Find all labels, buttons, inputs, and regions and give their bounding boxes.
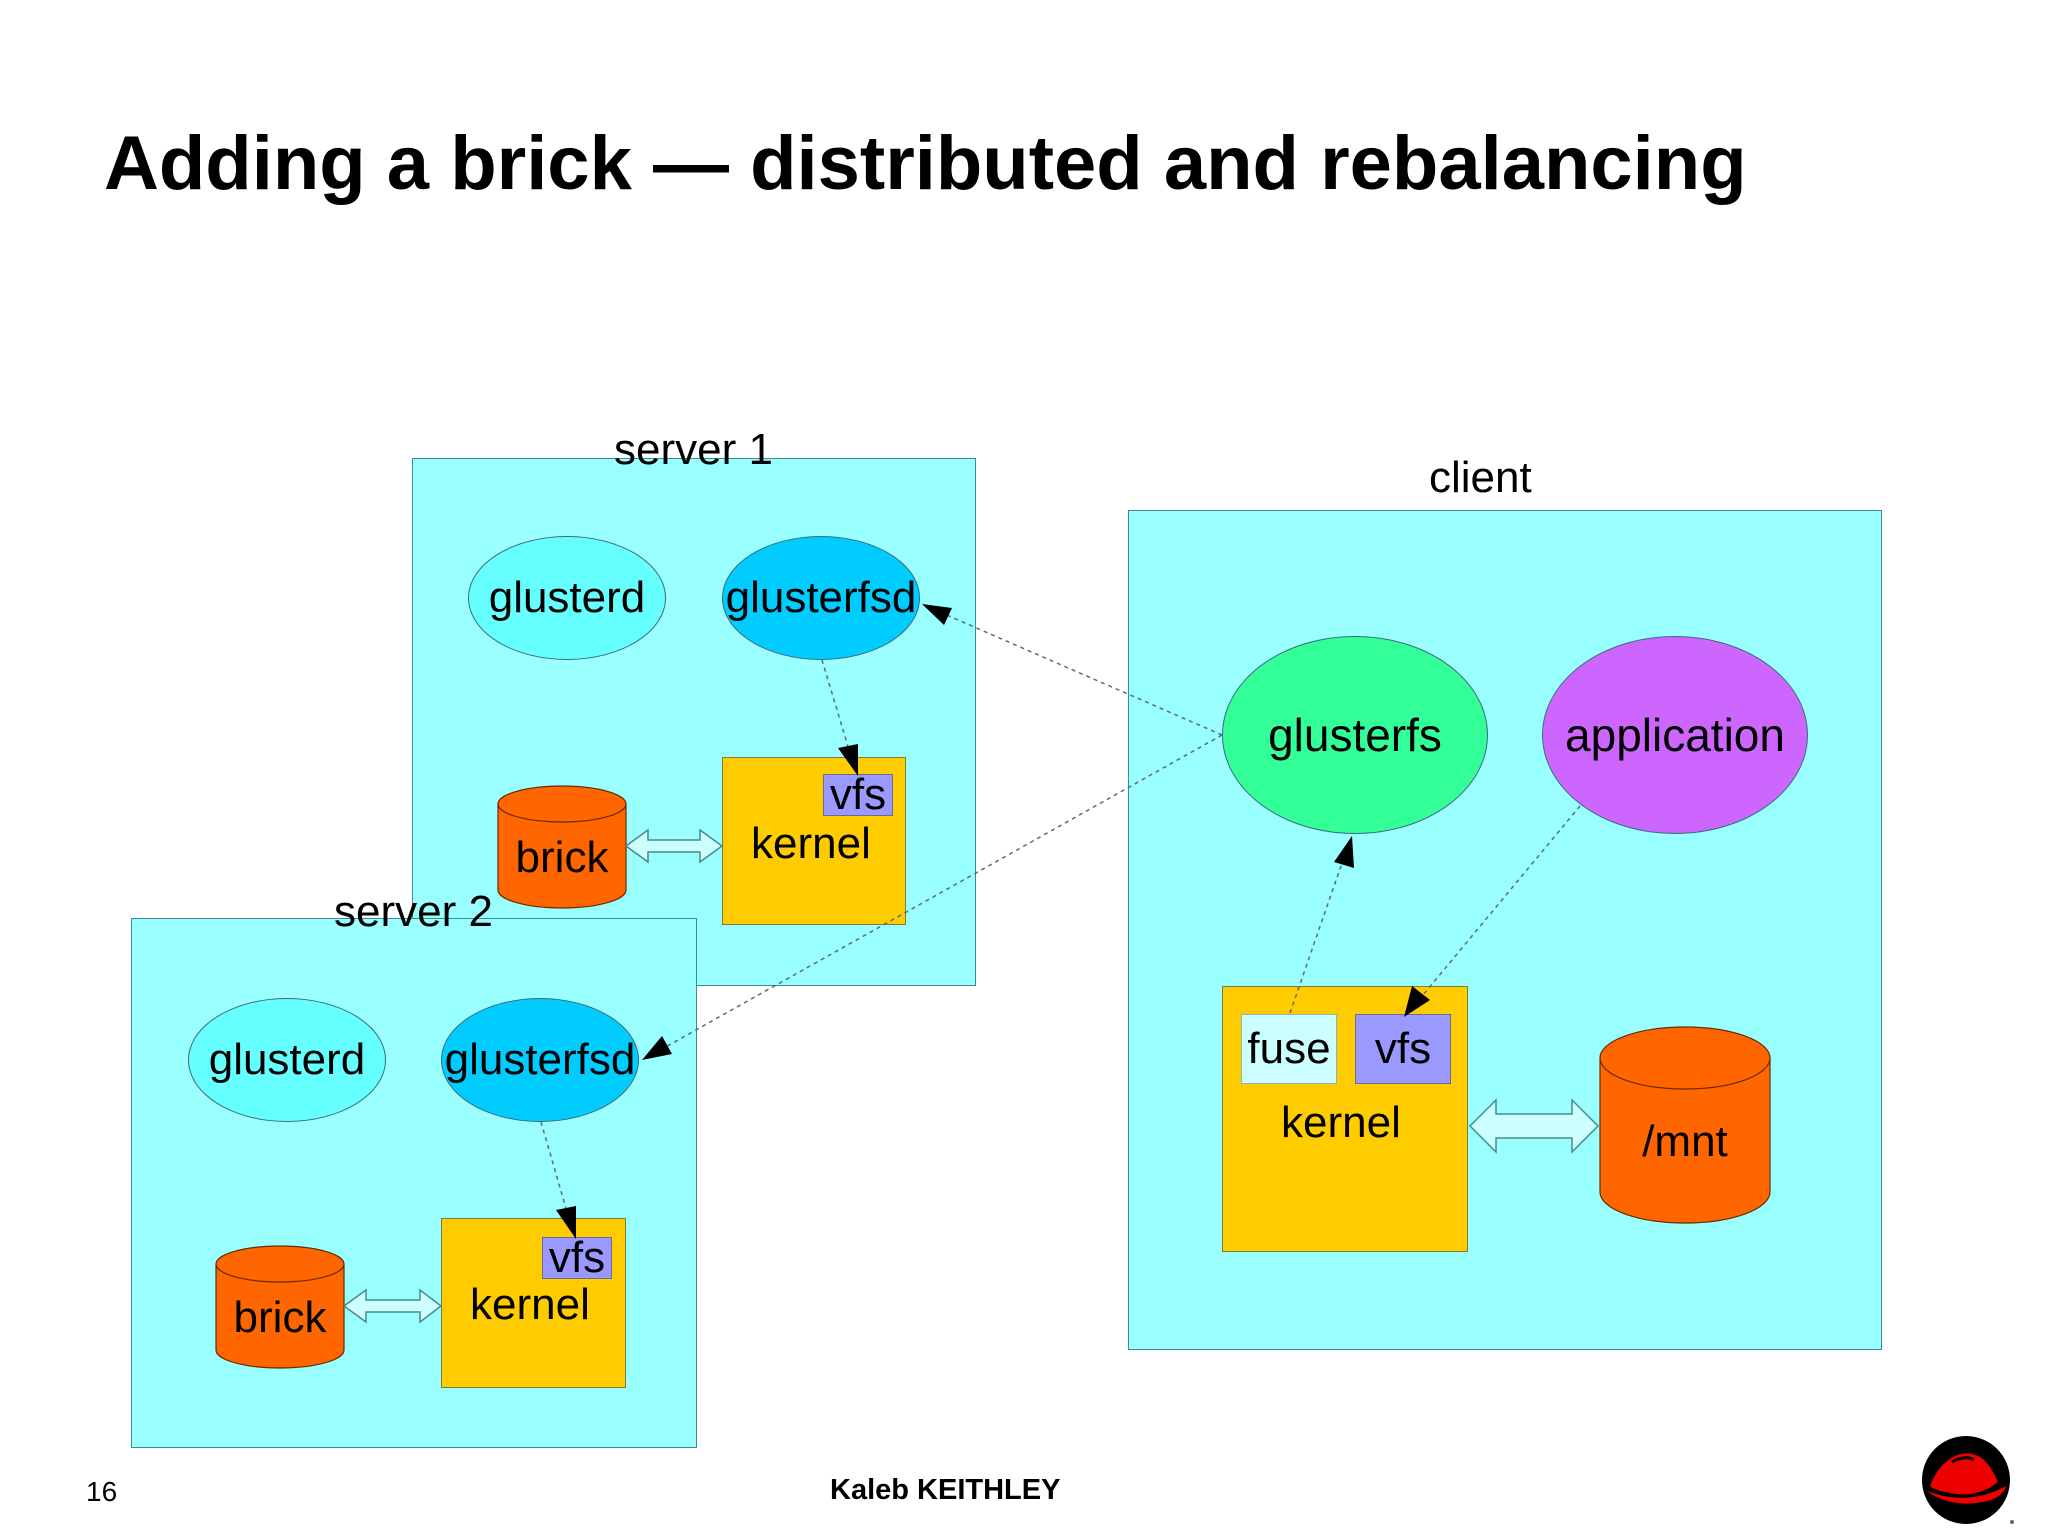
server1-label: server 1 — [614, 425, 773, 474]
client-fuse: fuse — [1241, 1014, 1337, 1084]
client-mnt-label: /mnt — [1642, 1117, 1728, 1166]
server2-vfs: vfs — [542, 1236, 612, 1280]
server2-brick-cylinder — [215, 1245, 345, 1369]
server1-glusterd: glusterd — [468, 536, 666, 660]
page-number: 16 — [86, 1476, 118, 1507]
server2-label: server 2 — [334, 887, 493, 936]
server2-kernel-label: kernel — [470, 1280, 590, 1329]
client-label: client — [1429, 453, 1532, 502]
client-application: application — [1542, 636, 1808, 834]
slide-title: Adding a brick — distributed and rebalan… — [104, 121, 1747, 206]
server1-brick-label: brick — [515, 833, 609, 882]
client-mnt-cylinder — [1599, 1026, 1771, 1224]
server2-kernel: kernel vfs — [441, 1218, 626, 1388]
server1-vfs: vfs — [823, 773, 893, 817]
client-glusterfs: glusterfs — [1222, 636, 1488, 834]
server1-kernel: kernel vfs — [722, 757, 906, 925]
client-kernel-label: kernel — [1281, 1098, 1401, 1147]
server1-brick-cylinder — [497, 785, 627, 909]
client-kernel: fuse vfs kernel — [1222, 986, 1468, 1252]
client-vfs: vfs — [1355, 1014, 1451, 1084]
redhat-logo-icon — [1922, 1436, 2014, 1524]
server1-glusterfsd: glusterfsd — [722, 536, 920, 660]
server2-glusterfsd: glusterfsd — [441, 998, 639, 1122]
author-name: Kaleb KEITHLEY — [830, 1474, 1061, 1506]
server2-glusterd: glusterd — [188, 998, 386, 1122]
server1-kernel-label: kernel — [751, 819, 871, 868]
server2-brick-label: brick — [233, 1293, 327, 1342]
